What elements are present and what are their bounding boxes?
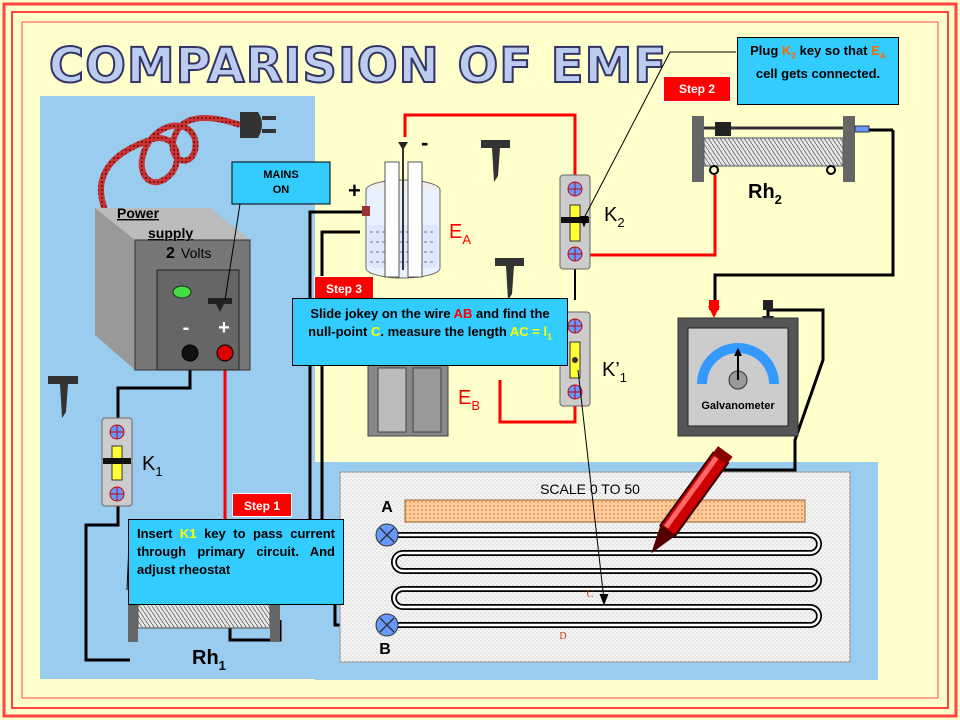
step2-text-pre: Plug: [750, 43, 782, 58]
potentiometer-board: [339, 471, 851, 663]
eb-label: EB: [458, 387, 480, 413]
step2-badge: Step 2: [663, 76, 731, 102]
step1-callout: Insert K1 key to pass current through pr…: [128, 519, 344, 605]
step3-text-pre: Slide jokey on the wire: [310, 306, 454, 321]
cell-minus-label: -: [421, 130, 428, 155]
step2-cell: EA: [871, 43, 886, 61]
power-supply-label-1: Power: [117, 205, 160, 221]
jockey-pencil-icon: [651, 446, 733, 554]
rheostat-rh2: [692, 116, 870, 182]
supply-switch-icon: [208, 298, 232, 312]
inner-border: [11, 11, 949, 709]
jockey-icon: [48, 376, 78, 418]
mains-on-line2: ON: [273, 184, 290, 196]
cell-ea: [362, 142, 441, 279]
volts-number: 2: [166, 245, 175, 262]
step1-badge: Step 1: [232, 493, 292, 517]
negative-terminal-icon: [181, 344, 199, 362]
point-b-label: B: [379, 641, 391, 658]
volts-unit: Volts: [181, 245, 211, 261]
jockey-icon: [495, 258, 524, 300]
plus-label: +: [218, 317, 230, 339]
power-supply: Power supply 2 Volts - +: [95, 205, 251, 371]
step3-c: C: [370, 324, 381, 339]
key-k1: [101, 417, 133, 507]
k1-label: K1: [142, 453, 163, 479]
cell-eb: [367, 359, 449, 437]
mains-on-line1: MAINS: [263, 169, 298, 181]
step1-key: K1: [179, 526, 197, 541]
kprime1-label: K’1: [602, 359, 627, 385]
minus-label: -: [183, 317, 190, 339]
inner-border-2: [21, 21, 939, 699]
plug-icon: [240, 112, 262, 138]
step2-key: K2: [781, 43, 796, 61]
power-led-icon: [172, 285, 192, 299]
step2-callout: Plug K2 key so that EA cell gets connect…: [737, 37, 899, 105]
galvanometer-label: Galvanometer: [701, 400, 775, 412]
jockey-icon: [481, 140, 510, 182]
step3-callout: Slide jokey on the wire AB and find the …: [292, 298, 568, 366]
step1-text-post: key to pass current through primary circ…: [137, 526, 335, 577]
step2-text-mid: key so that: [795, 43, 872, 58]
jockey-icons: [48, 140, 524, 418]
step3-text-mid: and find the null-point: [308, 306, 550, 339]
page-title: COMPARISION OF EMF: [49, 38, 667, 94]
step1-text-pre: Insert: [137, 526, 180, 541]
mains-on-callout: [231, 161, 331, 205]
k2-label: K2: [604, 204, 625, 230]
galvanometer: [677, 300, 799, 437]
point-a-label: A: [381, 499, 393, 516]
step2-text-post: cell gets connected.: [755, 65, 881, 81]
step3-badge: Step 3: [314, 276, 374, 300]
rh2-label: Rh2: [748, 181, 782, 207]
step3-ab: AB: [453, 306, 473, 321]
scale-strip: [404, 499, 806, 523]
positive-terminal-icon: [216, 344, 234, 362]
mains-pointer: [224, 203, 241, 301]
ea-label: EA: [449, 221, 471, 247]
rh1-label: Rh1: [192, 647, 226, 673]
key-k2: [559, 174, 591, 270]
step3-text-mid2: . measure the length: [380, 324, 510, 339]
point-c-label: C: [587, 589, 594, 600]
point-d-label: D: [559, 631, 566, 642]
power-supply-label-2: supply: [148, 225, 193, 241]
scale-label: SCALE 0 TO 50: [540, 481, 640, 497]
power-cord: [98, 112, 276, 212]
step3-ac: AC = l1: [509, 324, 552, 342]
cell-plus-label: +: [348, 178, 361, 203]
